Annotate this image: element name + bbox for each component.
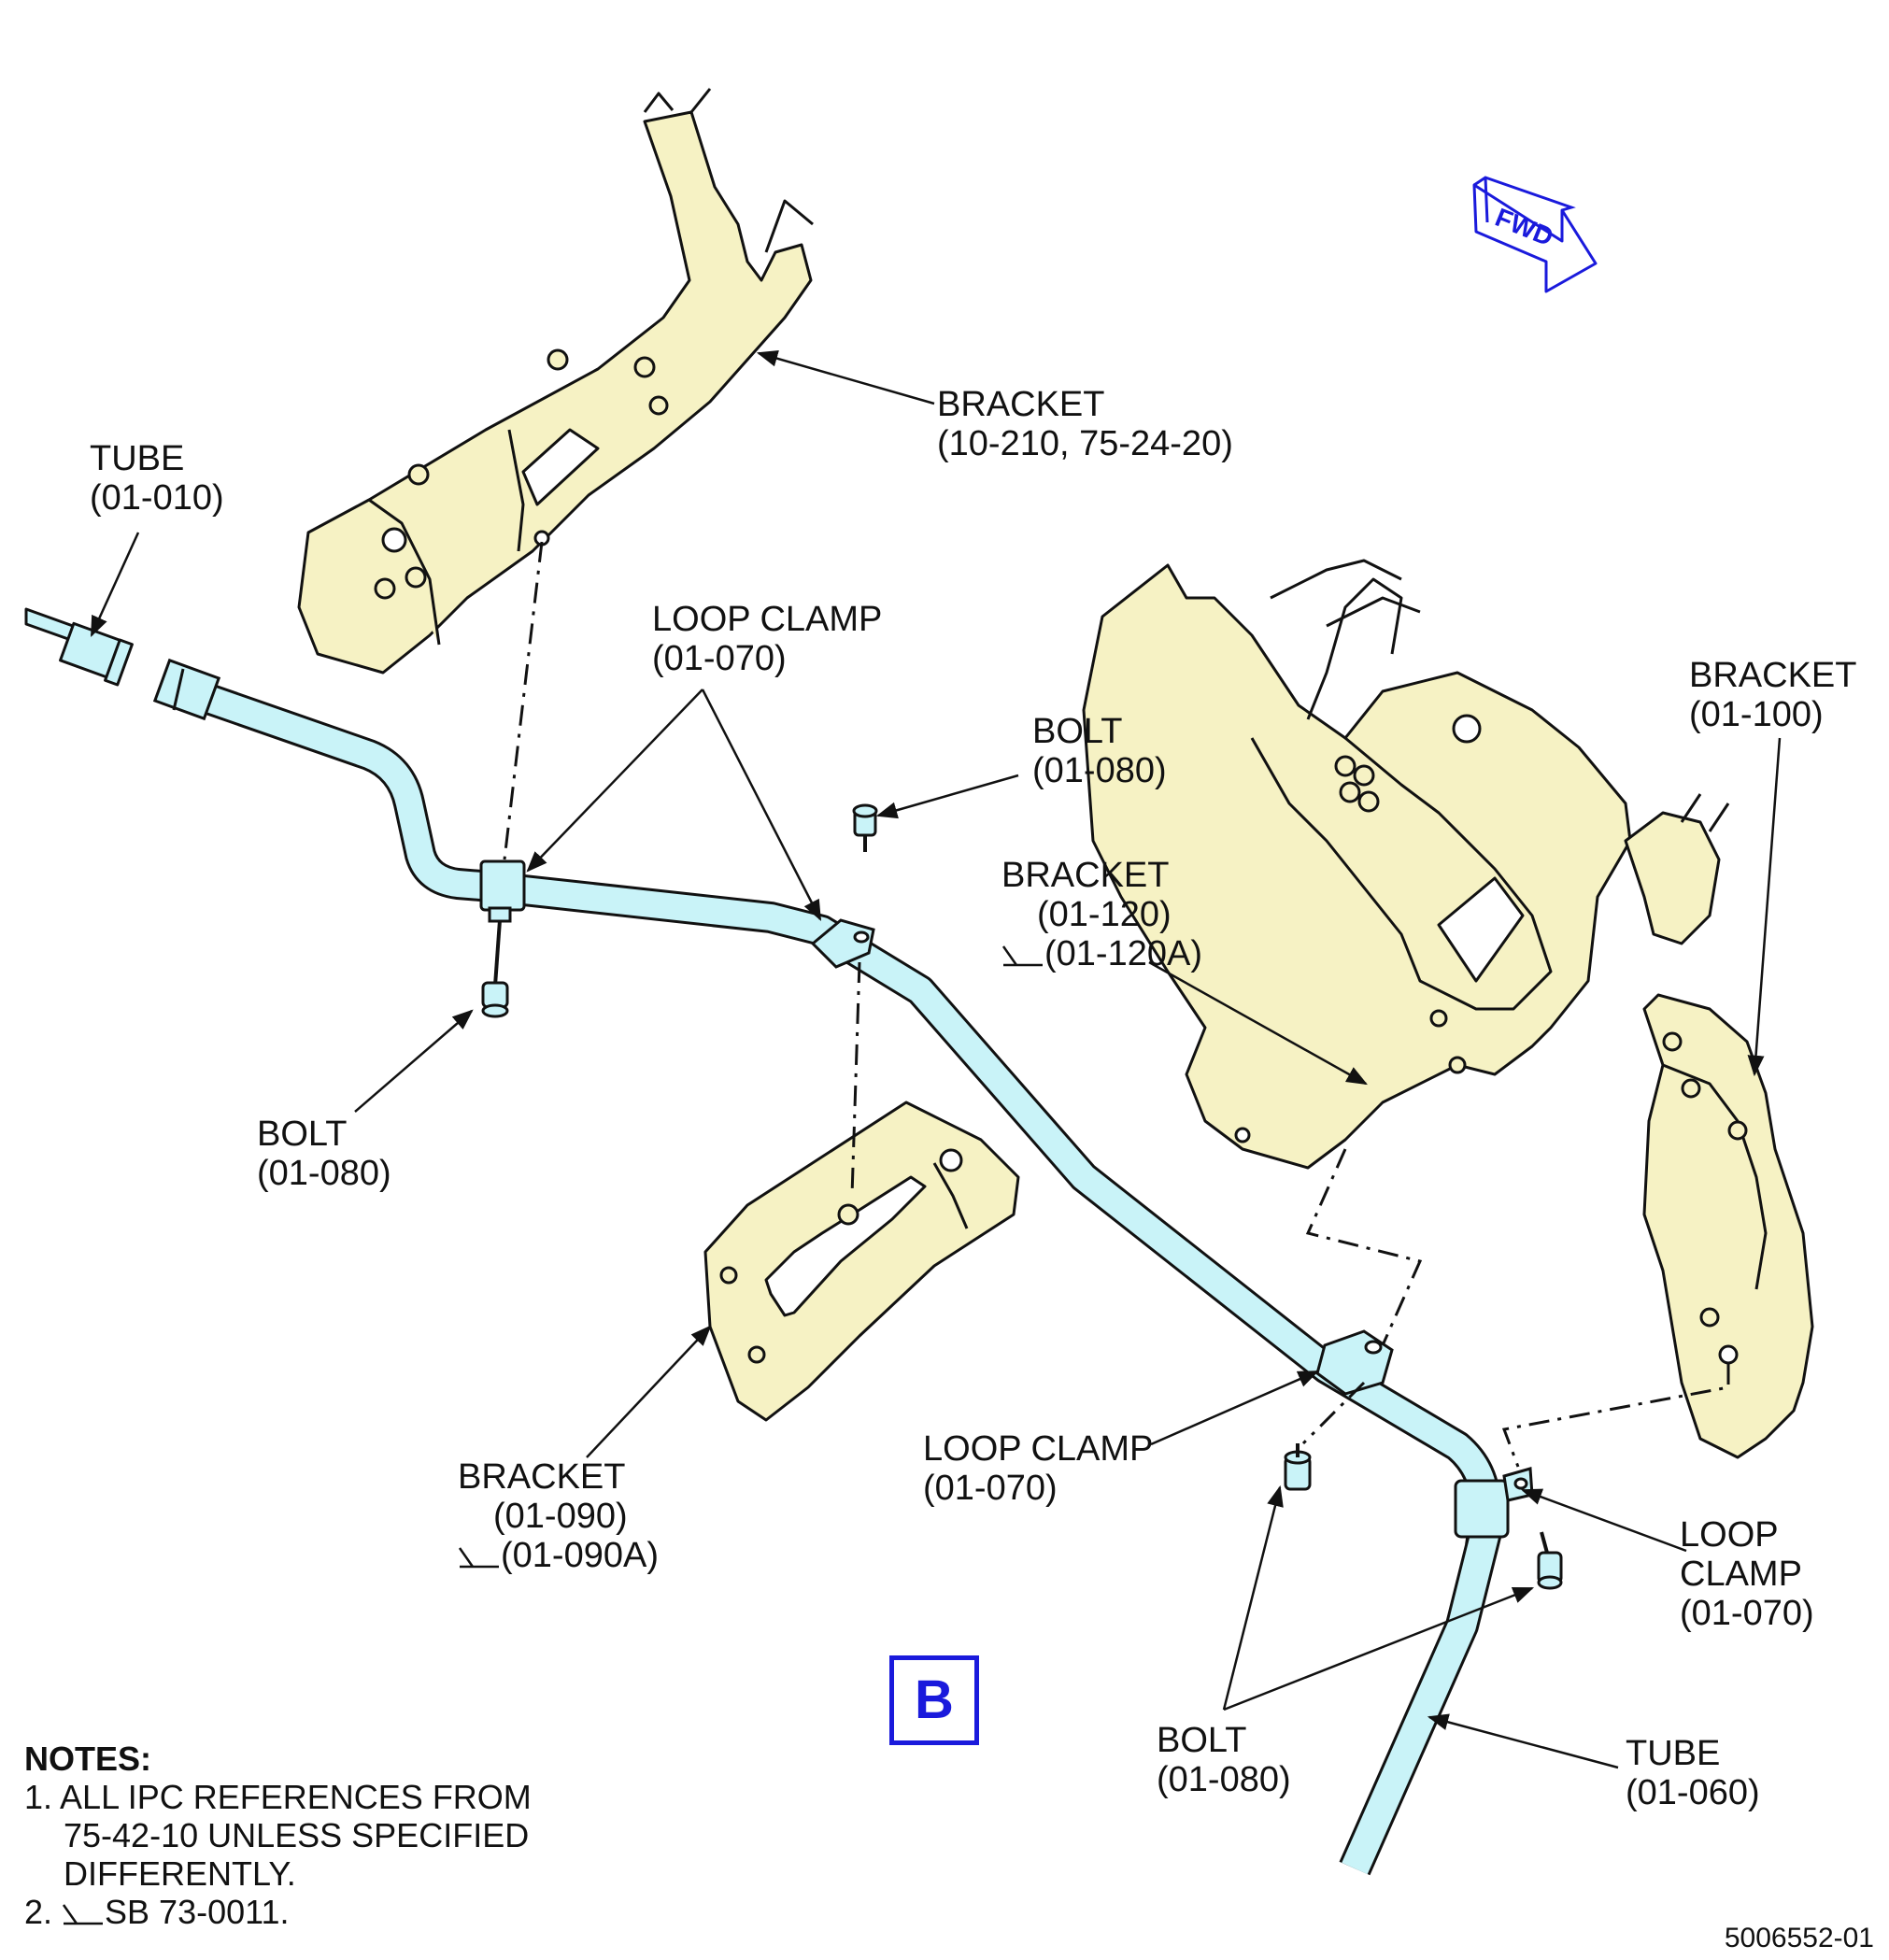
- callout-ref: (01-070): [652, 639, 787, 678]
- callout-bracket-01-100: BRACKET(01-100): [1689, 656, 1856, 734]
- effectivity-symbol-icon: [63, 1904, 104, 1925]
- note-1-line-3: DIFFERENTLY.: [64, 1854, 296, 1893]
- callout-ref: (01-090): [493, 1497, 628, 1536]
- effectivity-symbol-icon: [1001, 945, 1043, 967]
- callout-ref: (01-010): [90, 478, 224, 518]
- callout-ref: (10-210, 75-24-20): [937, 424, 1233, 463]
- callout-alt-ref: (01-120A): [1044, 934, 1202, 973]
- callout-name: TUBE: [90, 439, 185, 478]
- callout-name: LOOP CLAMP: [923, 1429, 1154, 1469]
- bracket-01-100: [1624, 793, 1814, 1459]
- callout-ref: (01-070): [923, 1469, 1058, 1508]
- note-2-prefix: 2.: [24, 1893, 63, 1931]
- callout-name: TUBE: [1626, 1734, 1721, 1773]
- callout-bolt-upper: BOLT(01-080): [1032, 712, 1167, 790]
- callout-bracket-10-210: BRACKET(10-210, 75-24-20): [937, 385, 1233, 463]
- callout-name: BRACKET: [1001, 856, 1170, 895]
- bracket-10-210: [297, 88, 814, 675]
- tube-01-060: [1339, 1527, 1502, 1876]
- effectivity-symbol-icon: [458, 1547, 499, 1569]
- loop-clamp-upper-left: [479, 859, 526, 923]
- callout-alt-ref: (01-090A): [501, 1536, 659, 1575]
- callout-bracket-01-120: BRACKET(01-120)(01-120A): [1001, 856, 1202, 973]
- callout-ref: (01-060): [1626, 1773, 1760, 1812]
- tube-main-run: [152, 658, 1502, 1549]
- fwd-arrow-icon: FWD: [1472, 176, 1598, 293]
- callout-name: BOLT: [1157, 1721, 1247, 1760]
- callout-ref: (01-080): [1032, 751, 1167, 790]
- callout-name: LOOP: [1680, 1515, 1779, 1555]
- callout-name: BRACKET: [937, 385, 1105, 424]
- callout-leaders: [90, 349, 1782, 1769]
- bolt-upper: [852, 803, 878, 852]
- notes-block: NOTES: 1. ALL IPC REFERENCES FROM 75-42-…: [24, 1740, 532, 1931]
- view-label: B: [889, 1655, 979, 1745]
- bolt-left: [481, 919, 509, 1018]
- drawing-number: 5006552-01: [1724, 1923, 1874, 1953]
- explode-lines: [503, 541, 1730, 1468]
- callout-tube-01-010: TUBE(01-010): [90, 439, 224, 518]
- callout-ref: (01-080): [257, 1154, 391, 1193]
- bolt-lower-left: [1284, 1443, 1312, 1491]
- note-1-line-2: 75-42-10 UNLESS SPECIFIED: [64, 1816, 530, 1854]
- callout-bolt-lower: BOLT(01-080): [1157, 1721, 1291, 1799]
- callout-loop-clamp-upper: LOOP CLAMP(01-070): [652, 600, 882, 678]
- bracket-01-120: [1082, 559, 1632, 1170]
- callout-bolt-left: BOLT(01-080): [257, 1115, 391, 1193]
- callout-ref: (01-100): [1689, 695, 1824, 734]
- notes-heading: NOTES:: [24, 1740, 152, 1778]
- callout-name: BRACKET: [458, 1457, 626, 1497]
- loop-clamp-upper-center: [810, 918, 875, 969]
- bolt-lower-right: [1537, 1531, 1563, 1590]
- note-2: 2. SB 73-0011.: [24, 1893, 532, 1931]
- callout-loop-clamp-mid: LOOP CLAMP(01-070): [923, 1429, 1153, 1508]
- callout-name: BOLT: [1032, 712, 1123, 751]
- note-2-text: SB 73-0011.: [105, 1893, 290, 1931]
- callout-ref: (01-070): [1680, 1594, 1814, 1633]
- callout-name: BOLT: [257, 1115, 348, 1154]
- note-1-line-1: 1. ALL IPC REFERENCES FROM: [24, 1778, 532, 1816]
- callout-name: CLAMP: [1680, 1555, 1802, 1594]
- callout-bracket-01-090: BRACKET(01-090)(01-090A): [458, 1457, 659, 1575]
- callout-ref: (01-080): [1157, 1760, 1291, 1799]
- bracket-01-090: [703, 1101, 1020, 1422]
- callout-name: BRACKET: [1689, 656, 1857, 695]
- callout-tube-01-060: TUBE(01-060): [1626, 1734, 1760, 1812]
- callout-ref: (01-120): [1037, 895, 1172, 934]
- callout-name: LOOP CLAMP: [652, 600, 883, 639]
- tube-01-010: [24, 607, 134, 687]
